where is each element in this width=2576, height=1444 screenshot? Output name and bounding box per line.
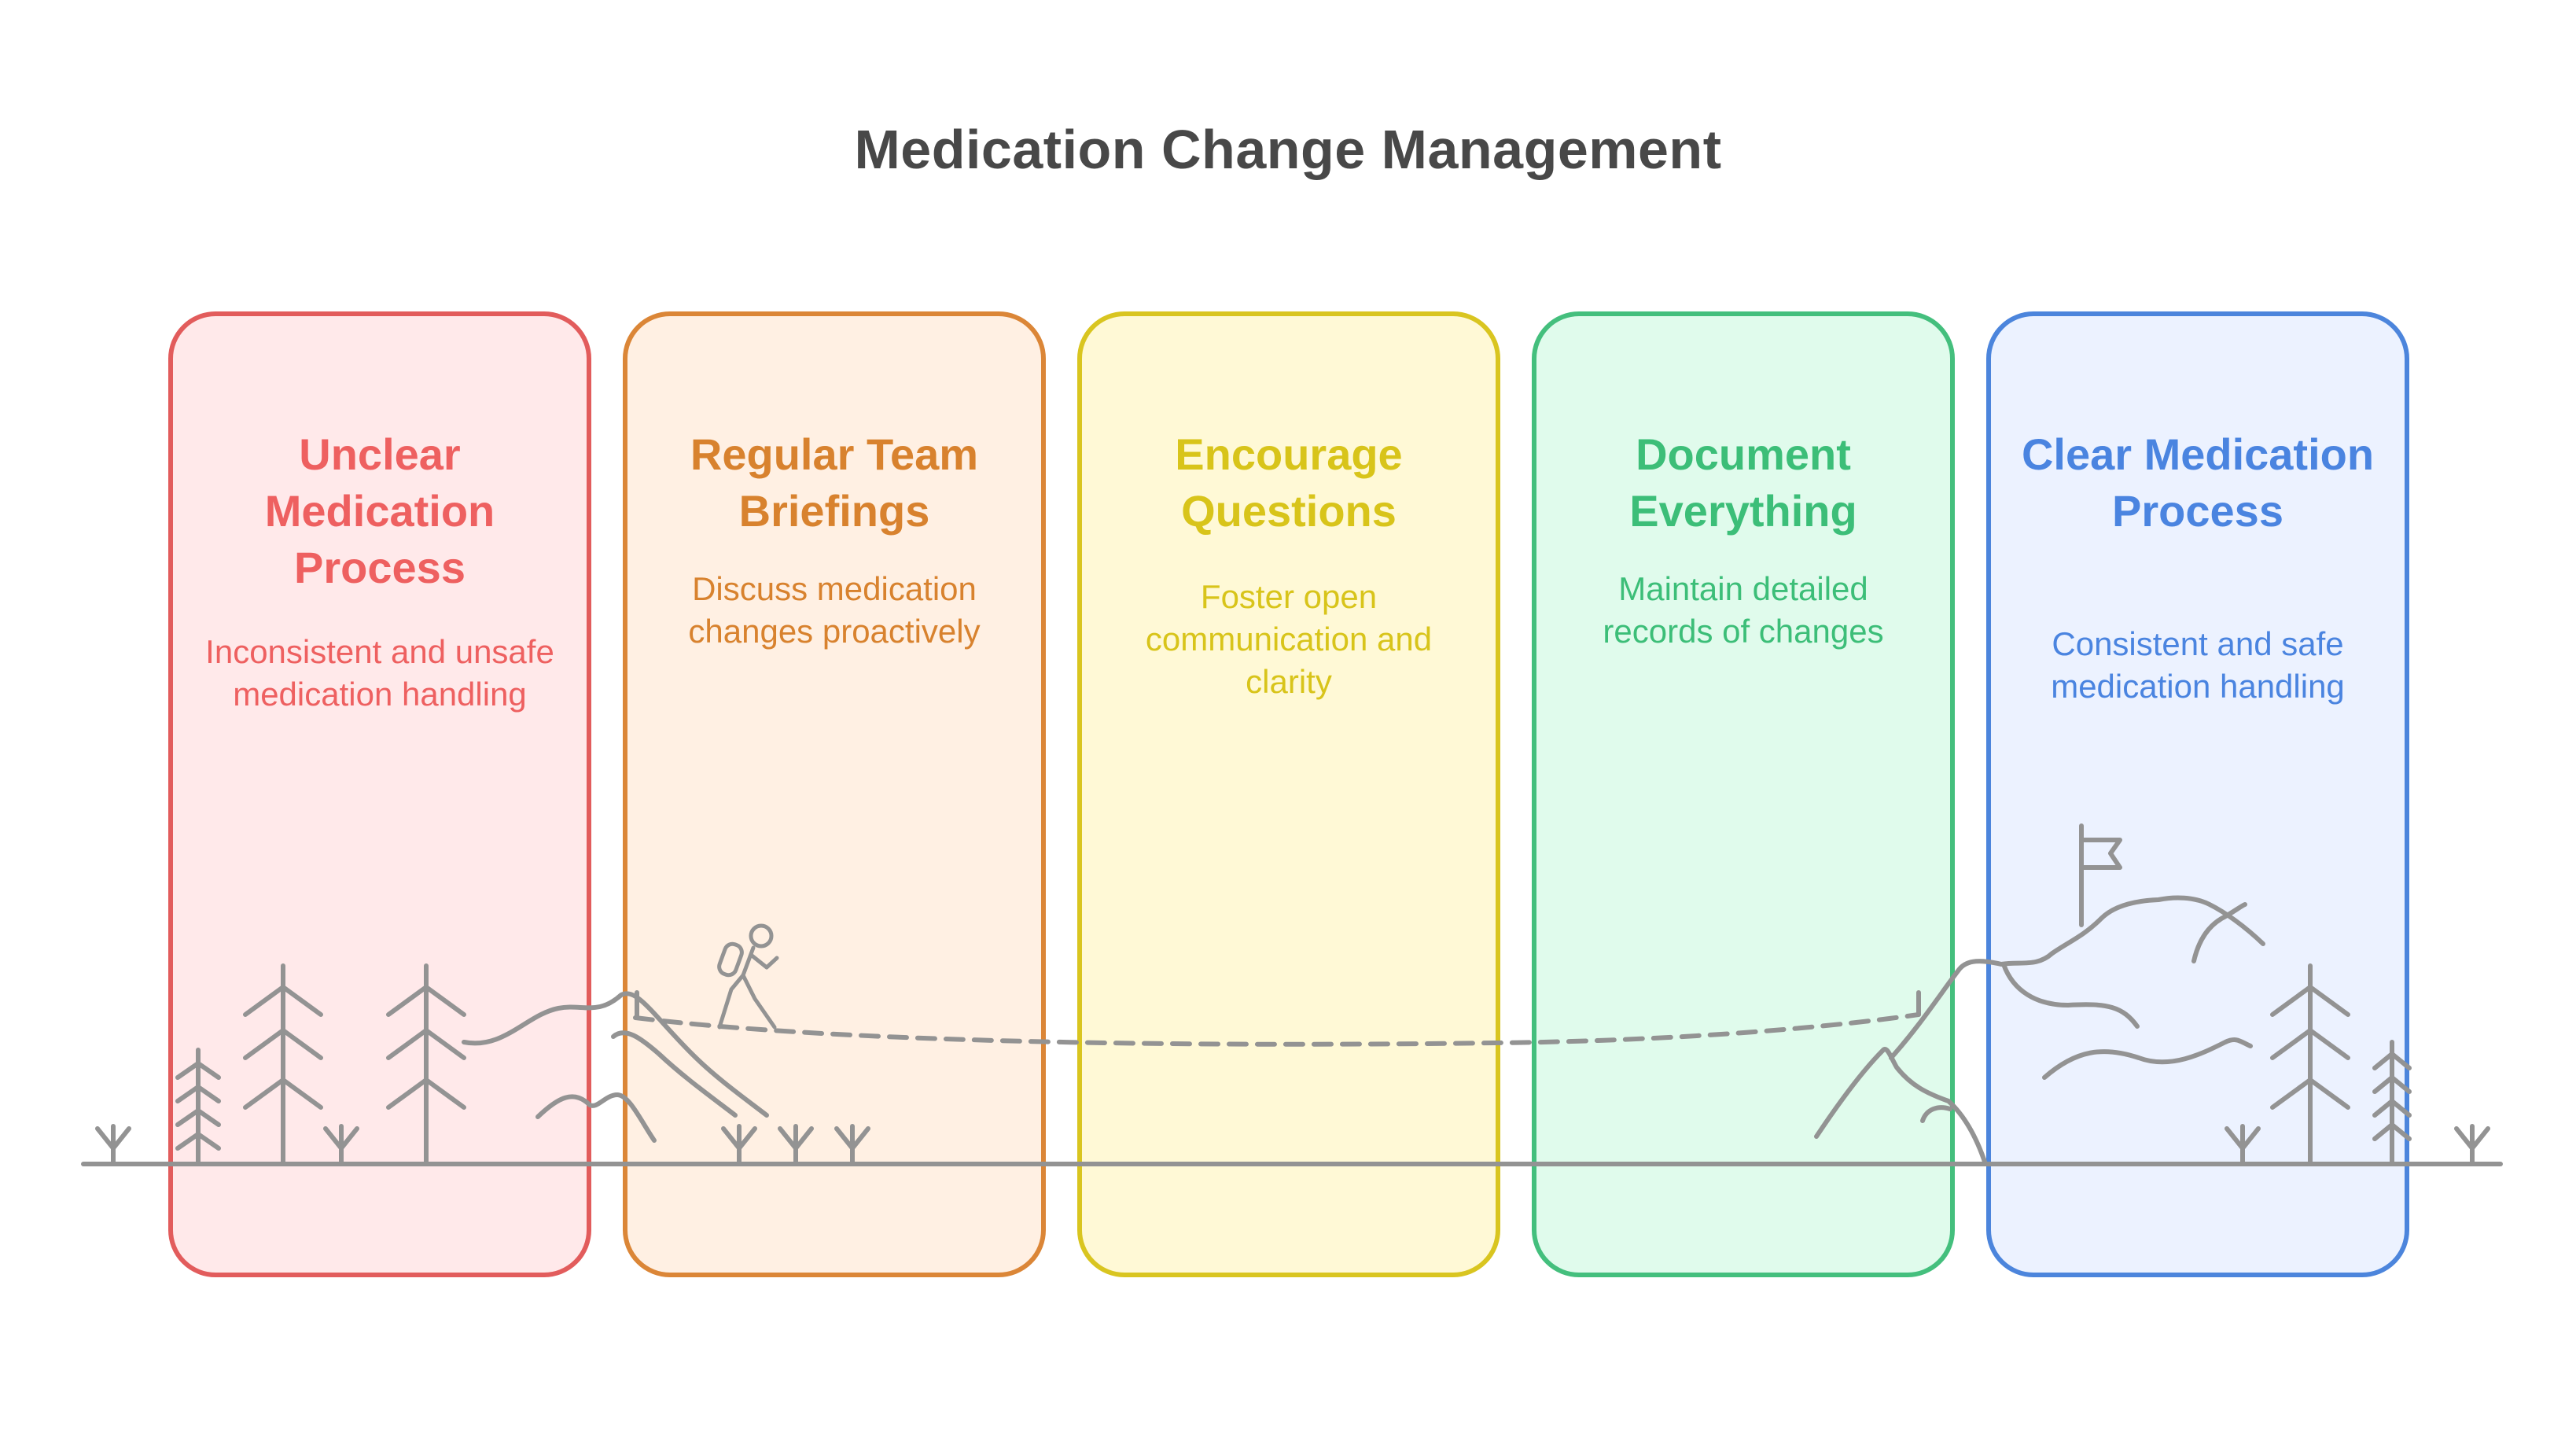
sprout-icon [834, 1124, 870, 1166]
sprout-icon [95, 1124, 131, 1166]
mountain-icon [2191, 902, 2247, 963]
stage-description: Consistent and safe medication handling [2051, 625, 2345, 705]
tree-icon [243, 963, 323, 1166]
mountain-icon [2001, 962, 2140, 1029]
stage-title: Clear Medication Process [2021, 429, 2375, 536]
hill-icon [535, 1092, 657, 1143]
tree-icon [2372, 1040, 2412, 1166]
stage-title: Document Everything [1629, 429, 1857, 536]
mountain-icon [1889, 895, 2265, 1060]
page-title: Medication Change Management [854, 119, 1722, 180]
tree-icon [386, 963, 466, 1166]
stage-description: Maintain detailed records of changes [1603, 570, 1884, 650]
sprout-icon [2225, 1124, 2261, 1166]
hill-icon [611, 1030, 738, 1118]
stage-description: Discuss medication changes proactively [688, 570, 981, 650]
hill-icon [462, 991, 769, 1118]
stage-clear-medication-process: Clear Medication Process Consistent and … [1986, 311, 2409, 1277]
hiker-icon [717, 923, 779, 1030]
stage-regular-team-briefings: Regular Team Briefings Discuss medicatio… [623, 311, 1046, 1277]
mountain-icon [1814, 1047, 1988, 1166]
sprout-icon [778, 1124, 814, 1166]
stage-title: Regular Team Briefings [690, 429, 979, 536]
stage-description: Foster open communication and clarity [1145, 578, 1433, 700]
stage-document-everything: Document Everything Maintain detailed re… [1532, 311, 1955, 1277]
stage-description: Inconsistent and unsafe medication handl… [205, 633, 554, 713]
mountain-icon [1920, 1105, 1952, 1123]
sprout-icon [2454, 1124, 2490, 1166]
sprout-icon [323, 1124, 359, 1166]
tree-icon [175, 1048, 221, 1166]
flag-icon [2079, 823, 2122, 927]
stage-title: Encourage Questions [1175, 429, 1403, 536]
stage-title: Unclear Medication Process [264, 429, 495, 592]
tree-icon [2270, 963, 2350, 1166]
sprout-icon [721, 1124, 757, 1166]
journey-path [633, 1012, 1921, 1047]
stage-unclear-medication-process: Unclear Medication Process Inconsistent … [168, 311, 591, 1277]
mountain-icon [2042, 1037, 2253, 1080]
stage-encourage-questions: Encourage Questions Foster open communic… [1077, 311, 1500, 1277]
